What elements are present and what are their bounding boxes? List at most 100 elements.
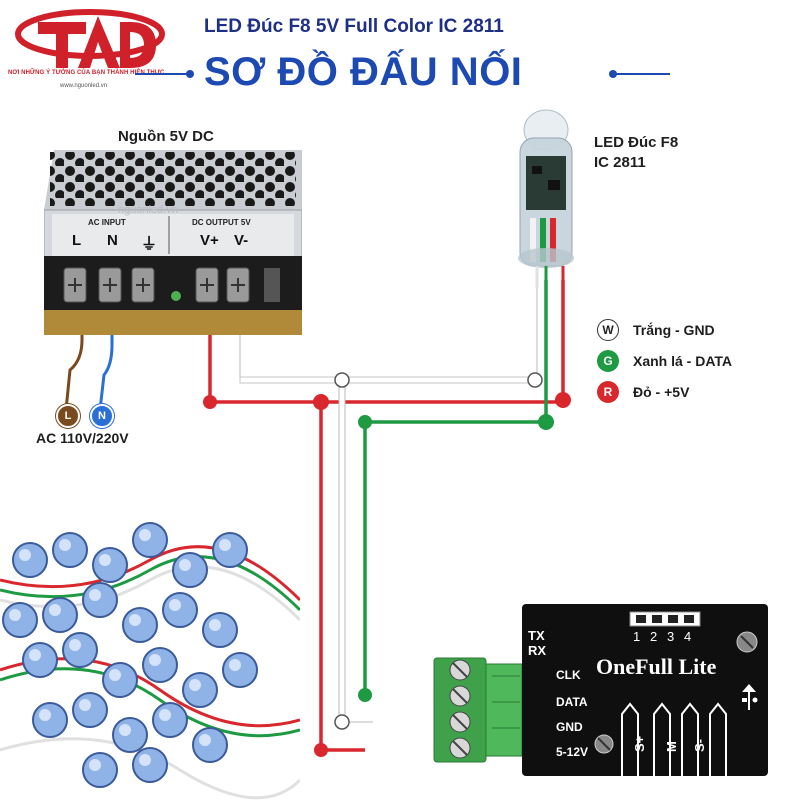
- led-ball: [112, 717, 148, 753]
- led-ball: [102, 662, 138, 698]
- led-ball-highlight: [119, 724, 131, 736]
- controller-rx-label: RX: [528, 643, 547, 658]
- led-ball: [212, 532, 248, 568]
- led-label-line1: LED Đúc F8: [594, 134, 679, 151]
- led-ball-highlight: [59, 539, 71, 551]
- led-ball-highlight: [209, 619, 221, 631]
- led-ball: [122, 607, 158, 643]
- led-ball: [142, 647, 178, 683]
- led-ball: [82, 752, 118, 788]
- dip-number-2: 2: [650, 629, 658, 644]
- watermark: nguonled.vn: [118, 204, 178, 216]
- led-ball: [162, 592, 198, 628]
- led-ball: [222, 652, 258, 688]
- led-ball: [182, 672, 218, 708]
- led-ball-highlight: [39, 709, 51, 721]
- led-ball: [42, 597, 78, 633]
- led-string-image: [0, 522, 300, 800]
- led-ball-highlight: [49, 604, 61, 616]
- pin-power-label: 5-12V: [556, 745, 589, 759]
- led-ball-highlight: [169, 599, 181, 611]
- led-ball-highlight: [89, 759, 101, 771]
- led-ball-highlight: [89, 589, 101, 601]
- ac-voltage-label: AC 110V/220V: [36, 430, 129, 446]
- led-ball: [92, 547, 128, 583]
- ac-input-label: AC INPUT: [88, 218, 126, 227]
- legend-badge-green: G: [597, 350, 619, 372]
- dip-number-3: 3: [667, 629, 675, 644]
- led-ball-highlight: [219, 539, 231, 551]
- diagram-title: LED Đúc F8 5V Full Color IC 2811: [204, 16, 504, 37]
- led-ball: [2, 602, 38, 638]
- led-ball-highlight: [99, 554, 111, 566]
- led-ball: [192, 727, 228, 763]
- led-ball: [12, 542, 48, 578]
- led-ball: [152, 702, 188, 738]
- led-ball: [62, 632, 98, 668]
- terminal-l-label: L: [72, 232, 82, 249]
- diagram-subtitle: SƠ ĐỒ ĐẤU NỐI: [204, 50, 523, 94]
- led-ball-highlight: [129, 614, 141, 626]
- led-ball: [132, 522, 168, 558]
- led-label-line2: IC 2811: [594, 154, 646, 171]
- led-ball-highlight: [29, 649, 41, 661]
- terminal-block: [433, 657, 523, 763]
- power-supply: [44, 150, 302, 335]
- led-ball-highlight: [9, 609, 21, 621]
- led-ball-highlight: [109, 669, 121, 681]
- led-ball-highlight: [19, 549, 31, 561]
- controller-name: OneFull Lite: [596, 654, 717, 679]
- led-ball-highlight: [69, 639, 81, 651]
- controller-tx-label: TX: [528, 628, 545, 643]
- led-ball: [202, 612, 238, 648]
- subtitle-decor-left: [135, 70, 194, 78]
- led-ball-highlight: [139, 529, 151, 541]
- brand-logo: [15, 9, 165, 68]
- led-ball: [22, 642, 58, 678]
- led-ball: [72, 692, 108, 728]
- led-ball-highlight: [149, 654, 161, 666]
- terminal-n-label: N: [107, 232, 118, 249]
- legend-row-red: R Đỏ - +5V: [597, 379, 689, 405]
- legend-text-green: Xanh lá - DATA: [633, 353, 733, 369]
- pin-m-label: M: [664, 741, 679, 752]
- pin-gnd-label: GND: [556, 720, 583, 734]
- power-supply-label: Nguồn 5V DC: [118, 128, 214, 145]
- legend-row-white: W Trắng - GND: [597, 317, 715, 343]
- legend-text-red: Đỏ - +5V: [633, 384, 690, 400]
- led-ball: [52, 532, 88, 568]
- led-ball: [82, 582, 118, 618]
- legend-badge-white: W: [597, 319, 619, 341]
- led-ball: [32, 702, 68, 738]
- dip-number-4: 4: [684, 629, 692, 644]
- dip-number-1: 1: [633, 629, 641, 644]
- legend-text-white: Trắng - GND: [633, 322, 715, 338]
- terminal-vminus-label: V-: [234, 232, 249, 249]
- terminal-ground-label: ⏚: [141, 236, 158, 253]
- led-ball-highlight: [79, 699, 91, 711]
- terminal-vplus-label: V+: [200, 232, 219, 249]
- subtitle-decor-right: [609, 70, 670, 78]
- legend-badge-red: R: [597, 381, 619, 403]
- pin-splus-label: S+: [632, 735, 647, 752]
- led-ball-highlight: [229, 659, 241, 671]
- controller-board: [522, 604, 768, 776]
- pin-data-label: DATA: [556, 695, 588, 709]
- led-ball-highlight: [139, 754, 151, 766]
- led-ball-highlight: [199, 734, 211, 746]
- logo-tagline: NƠI NHỮNG Ý TƯỞNG CỦA BẠN THÀNH HIỆN THỰ…: [8, 70, 165, 76]
- pin-sminus-label: S-: [692, 739, 707, 752]
- led-ball: [132, 747, 168, 783]
- led-ball-highlight: [189, 679, 201, 691]
- pin-clk-label: CLK: [556, 668, 581, 682]
- ac-neutral-badge: N: [90, 404, 114, 428]
- legend-row-green: G Xanh lá - DATA: [597, 348, 732, 374]
- dc-output-label: DC OUTPUT 5V: [192, 218, 251, 227]
- led-ball-highlight: [159, 709, 171, 721]
- led-ball-highlight: [179, 559, 191, 571]
- ac-line-badge: L: [56, 404, 80, 428]
- logo-url: www.nguonled.vn: [60, 83, 108, 89]
- led-module: [518, 109, 574, 288]
